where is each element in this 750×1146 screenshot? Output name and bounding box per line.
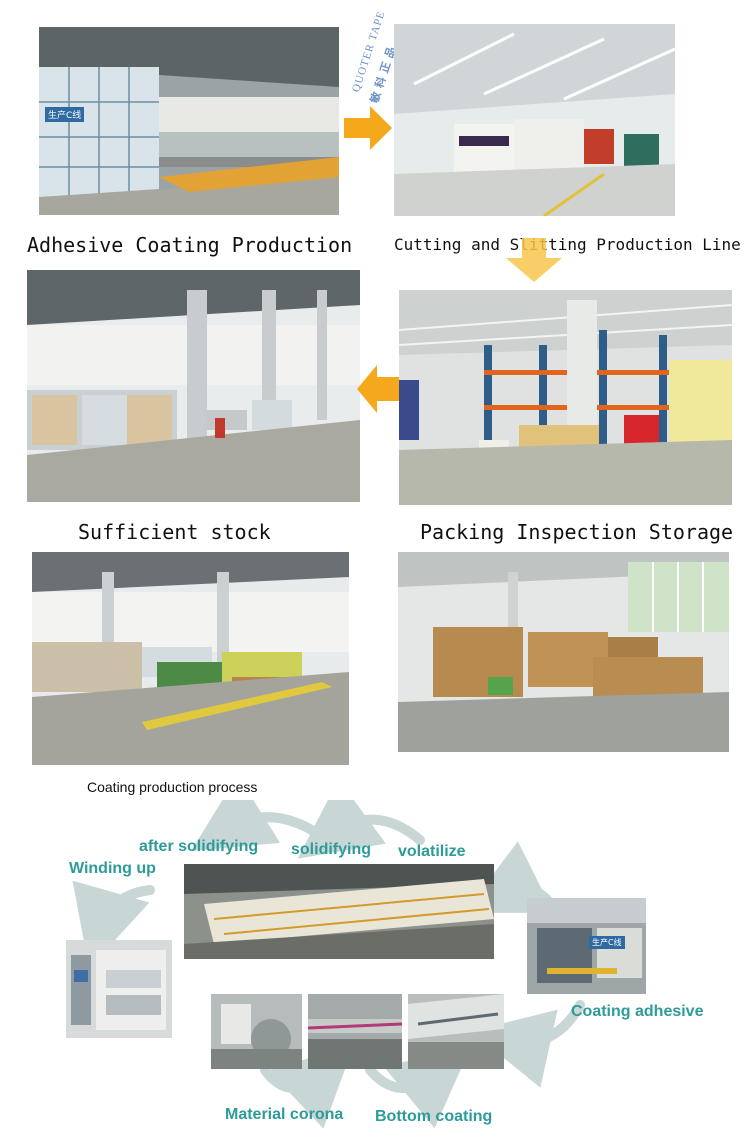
photo-bottom-coating-art [308,994,402,1069]
step-winding-up: Winding up [69,860,156,877]
photo-boxed-goods [398,552,729,752]
step-bottom-coating: Bottom coating [375,1108,493,1125]
step-volatilize: volatilize [398,843,466,860]
photo-boxed-goods-art [398,552,729,752]
arrow-right-icon [344,106,392,150]
caption-packing-inspection: Packing Inspection Storage [420,520,734,544]
photo-winding-machine [66,940,172,1038]
photo-bottom-coating [308,994,402,1069]
photo-winding-machine-art [66,940,172,1038]
photo-material-corona [211,994,302,1069]
photo-sufficient-stock-art [27,270,360,502]
photo-warehouse-pallets-art [32,552,349,765]
flow-arrows [72,800,585,1129]
process-sign: 生产C线 [589,936,625,949]
photo-coating-adhesive-art [527,898,646,994]
photo-warehouse-pallets [32,552,349,765]
caption-sufficient-stock: Sufficient stock [78,520,271,544]
photo-cutting-slitting-art [394,24,675,216]
photo-adhesive-coating: 生产C线 [39,27,339,215]
photo-adhesive-coating-art [39,27,339,215]
photo-coating-adhesive: 生产C线 [527,898,646,994]
arrow-left-icon [357,365,401,413]
arrow-down-icon [506,238,562,282]
photo-packing-inspection [399,290,732,505]
photo-material-corona-art [211,994,302,1069]
caption-adhesive-coating: Adhesive Coating Production [27,233,353,257]
step-solidifying: solidifying [291,841,371,858]
photo-cutting-slitting [394,24,675,216]
photo-sufficient-stock [27,270,360,502]
step-material-corona: Material corona [225,1106,344,1123]
photo-coating-line [184,864,494,959]
photo-glue-applicator-art [408,994,504,1069]
photo-glue-applicator [408,994,504,1069]
step-coating-adhesive: Coating adhesive [571,1003,704,1020]
caption-cutting-slitting: Cutting and Slitting Production Line [394,235,741,254]
step-after-solidifying: after solidifying [139,838,259,855]
process-title: Coating production process [87,779,258,795]
photo-coating-line-art [184,864,494,959]
line-sign: 生产C线 [45,107,85,122]
photo-packing-inspection-art [399,290,732,505]
